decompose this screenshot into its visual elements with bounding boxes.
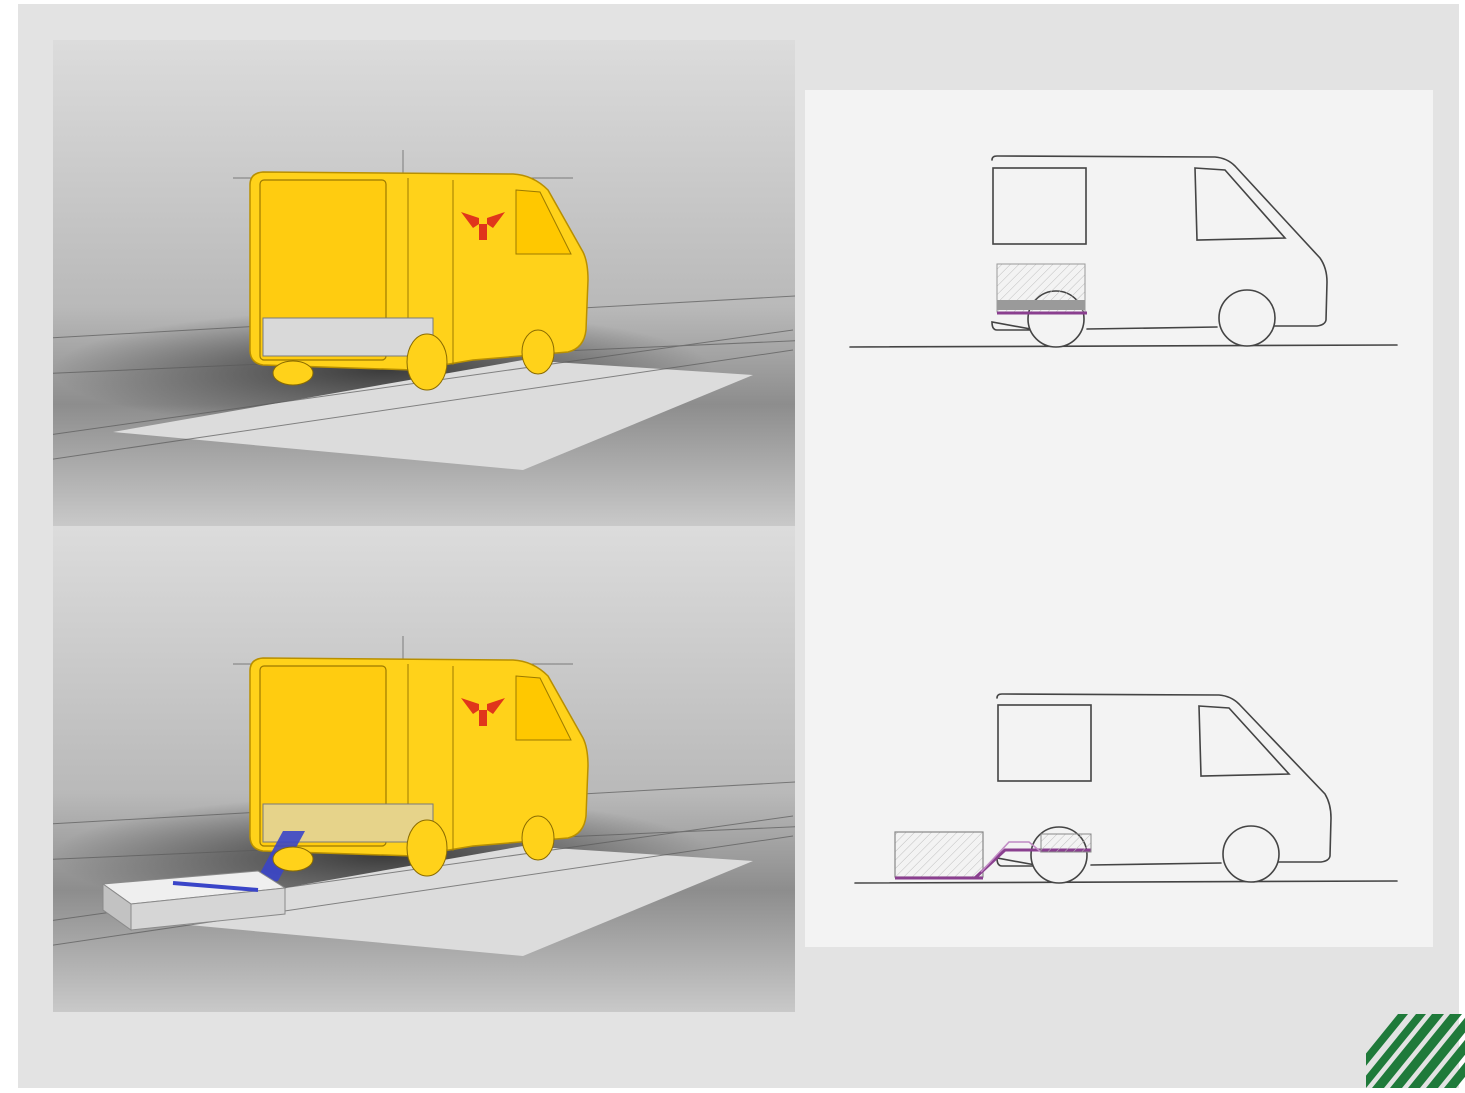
rendering-drawer-extended — [53, 526, 795, 1012]
rendering-drawer-closed — [53, 40, 795, 526]
rendering-panel — [53, 40, 795, 1012]
sketch-panel — [805, 90, 1433, 947]
sketch-drawer-closed — [805, 130, 1433, 558]
sketch-drawer-extended — [805, 670, 1433, 947]
diagonal-stripes-logo — [1366, 1014, 1465, 1088]
van-rendering — [250, 172, 588, 390]
